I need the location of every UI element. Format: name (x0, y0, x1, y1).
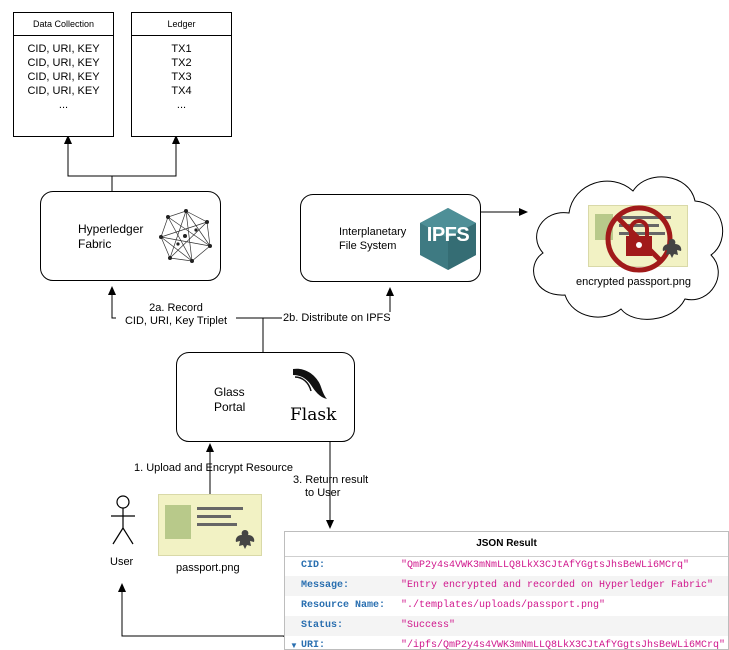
hyperledger-label-line1: Hyperledger (78, 222, 144, 236)
json-row-resource-name: Resource Name: "./templates/uploads/pass… (285, 596, 728, 616)
card-line (197, 515, 231, 518)
json-row-message: Message: "Entry encrypted and recorded o… (285, 576, 728, 596)
portal-label-line2: Portal (214, 400, 246, 414)
expand-triangle-icon[interactable]: ▼ (290, 641, 298, 650)
json-value: "/ipfs/QmP2y4s4VWK3mNmLLQ8LkX3CJtAfYGgts… (401, 640, 726, 650)
portal-label: Glass Portal (214, 385, 245, 415)
table-row: CID, URI, KEY (27, 85, 100, 97)
user-actor-icon (111, 495, 135, 545)
json-result-title: JSON Result (285, 532, 728, 557)
table-row: ... (58, 99, 69, 111)
ledger-table: Ledger TX1 TX2 TX3 TX4 ... (131, 12, 232, 137)
glass-portal-node: Glass Portal Flask (176, 352, 355, 442)
portal-label-line1: Glass (214, 385, 245, 399)
json-result-panel: JSON Result CID: "QmP2y4s4VWK3mNmLLQ8LkX… (284, 531, 729, 650)
hyperledger-fabric-node: Hyperledger Fabric (40, 191, 221, 281)
ledger-title: Ledger (132, 13, 231, 36)
table-row: CID, URI, KEY (27, 43, 100, 55)
json-key: Message: (301, 580, 350, 591)
json-key: CID: (301, 560, 326, 571)
ipfs-logo-text: IPFS (426, 224, 470, 246)
eagle-emblem-icon (235, 530, 255, 549)
hyperledger-label: Hyperledger Fabric (78, 222, 143, 252)
record-label-line1: 2a. Record (149, 302, 203, 314)
ipfs-label-line1: Interplanetary (339, 226, 407, 238)
return-label-line1: 3. Return result (293, 474, 369, 486)
ipfs-label-line2: File System (339, 240, 397, 252)
data-collection-rows: CID, URI, KEY CID, URI, KEY CID, URI, KE… (14, 42, 113, 112)
json-row-uri[interactable]: ▼ URI: "/ipfs/QmP2y4s4VWK3mNmLLQ8LkX3CJt… (285, 636, 728, 650)
passport-card (158, 494, 262, 556)
card-line (619, 224, 659, 227)
table-row: TX2 (171, 57, 192, 69)
distribute-label: 2b. Distribute on IPFS (282, 312, 392, 325)
json-value: "Success" (401, 620, 456, 631)
json-row-status: Status: "Success" (285, 616, 728, 636)
lock-icon (605, 205, 673, 273)
hyperledger-label-line2: Fabric (78, 237, 112, 251)
record-label-line2: CID, URI, Key Triplet (124, 315, 228, 327)
hyperledger-to-tables-line (64, 135, 113, 191)
user-label: User (110, 556, 134, 568)
json-key: Status: (301, 620, 344, 631)
card-photo-icon (165, 505, 191, 539)
passport-caption: passport.png (176, 562, 240, 574)
record-label: 2a. Record CID, URI, Key Triplet (116, 302, 236, 328)
ipfs-logo-icon (420, 208, 476, 270)
json-value: "Entry encrypted and recorded on Hyperle… (401, 580, 714, 591)
return-label-line2: to User (305, 487, 341, 499)
table-row: TX1 (171, 43, 192, 55)
table-row: CID, URI, KEY (27, 71, 100, 83)
encrypted-passport-caption: encrypted passport.png (576, 276, 691, 288)
card-line (197, 523, 237, 526)
json-key: URI: (301, 640, 326, 650)
json-to-user-line (118, 583, 285, 637)
table-row: TX3 (171, 71, 192, 83)
json-row-cid: CID: "QmP2y4s4VWK3mNmLLQ8LkX3CJtAfYGgtsJ… (285, 556, 728, 576)
ipfs-label: Interplanetary File System (339, 225, 406, 253)
eagle-emblem-icon (662, 239, 682, 258)
flask-horn-icon (293, 368, 327, 399)
flask-logo-text: Flask (290, 405, 337, 425)
hyperledger-network-icon (159, 209, 212, 263)
card-line (197, 507, 243, 510)
table-row: CID, URI, KEY (27, 57, 100, 69)
ledger-rows: TX1 TX2 TX3 TX4 ... (132, 42, 231, 112)
data-collection-title: Data Collection (14, 13, 113, 36)
json-key: Resource Name: (301, 600, 386, 611)
table-row: TX4 (171, 85, 192, 97)
ipfs-node: Interplanetary File System IPFS (300, 194, 481, 282)
table-row: ... (176, 99, 187, 111)
json-value: "QmP2y4s4VWK3mNmLLQ8LkX3CJtAfYGgtsJhsBeW… (401, 560, 690, 571)
data-collection-table: Data Collection CID, URI, KEY CID, URI, … (13, 12, 114, 137)
return-label: 3. Return result to User (293, 474, 368, 500)
hyperledger-to-ledger-line (112, 135, 180, 177)
json-value: "./templates/uploads/passport.png" (401, 600, 606, 611)
card-line (619, 216, 671, 219)
upload-label: 1. Upload and Encrypt Resource (134, 462, 293, 474)
card-line (619, 232, 665, 235)
